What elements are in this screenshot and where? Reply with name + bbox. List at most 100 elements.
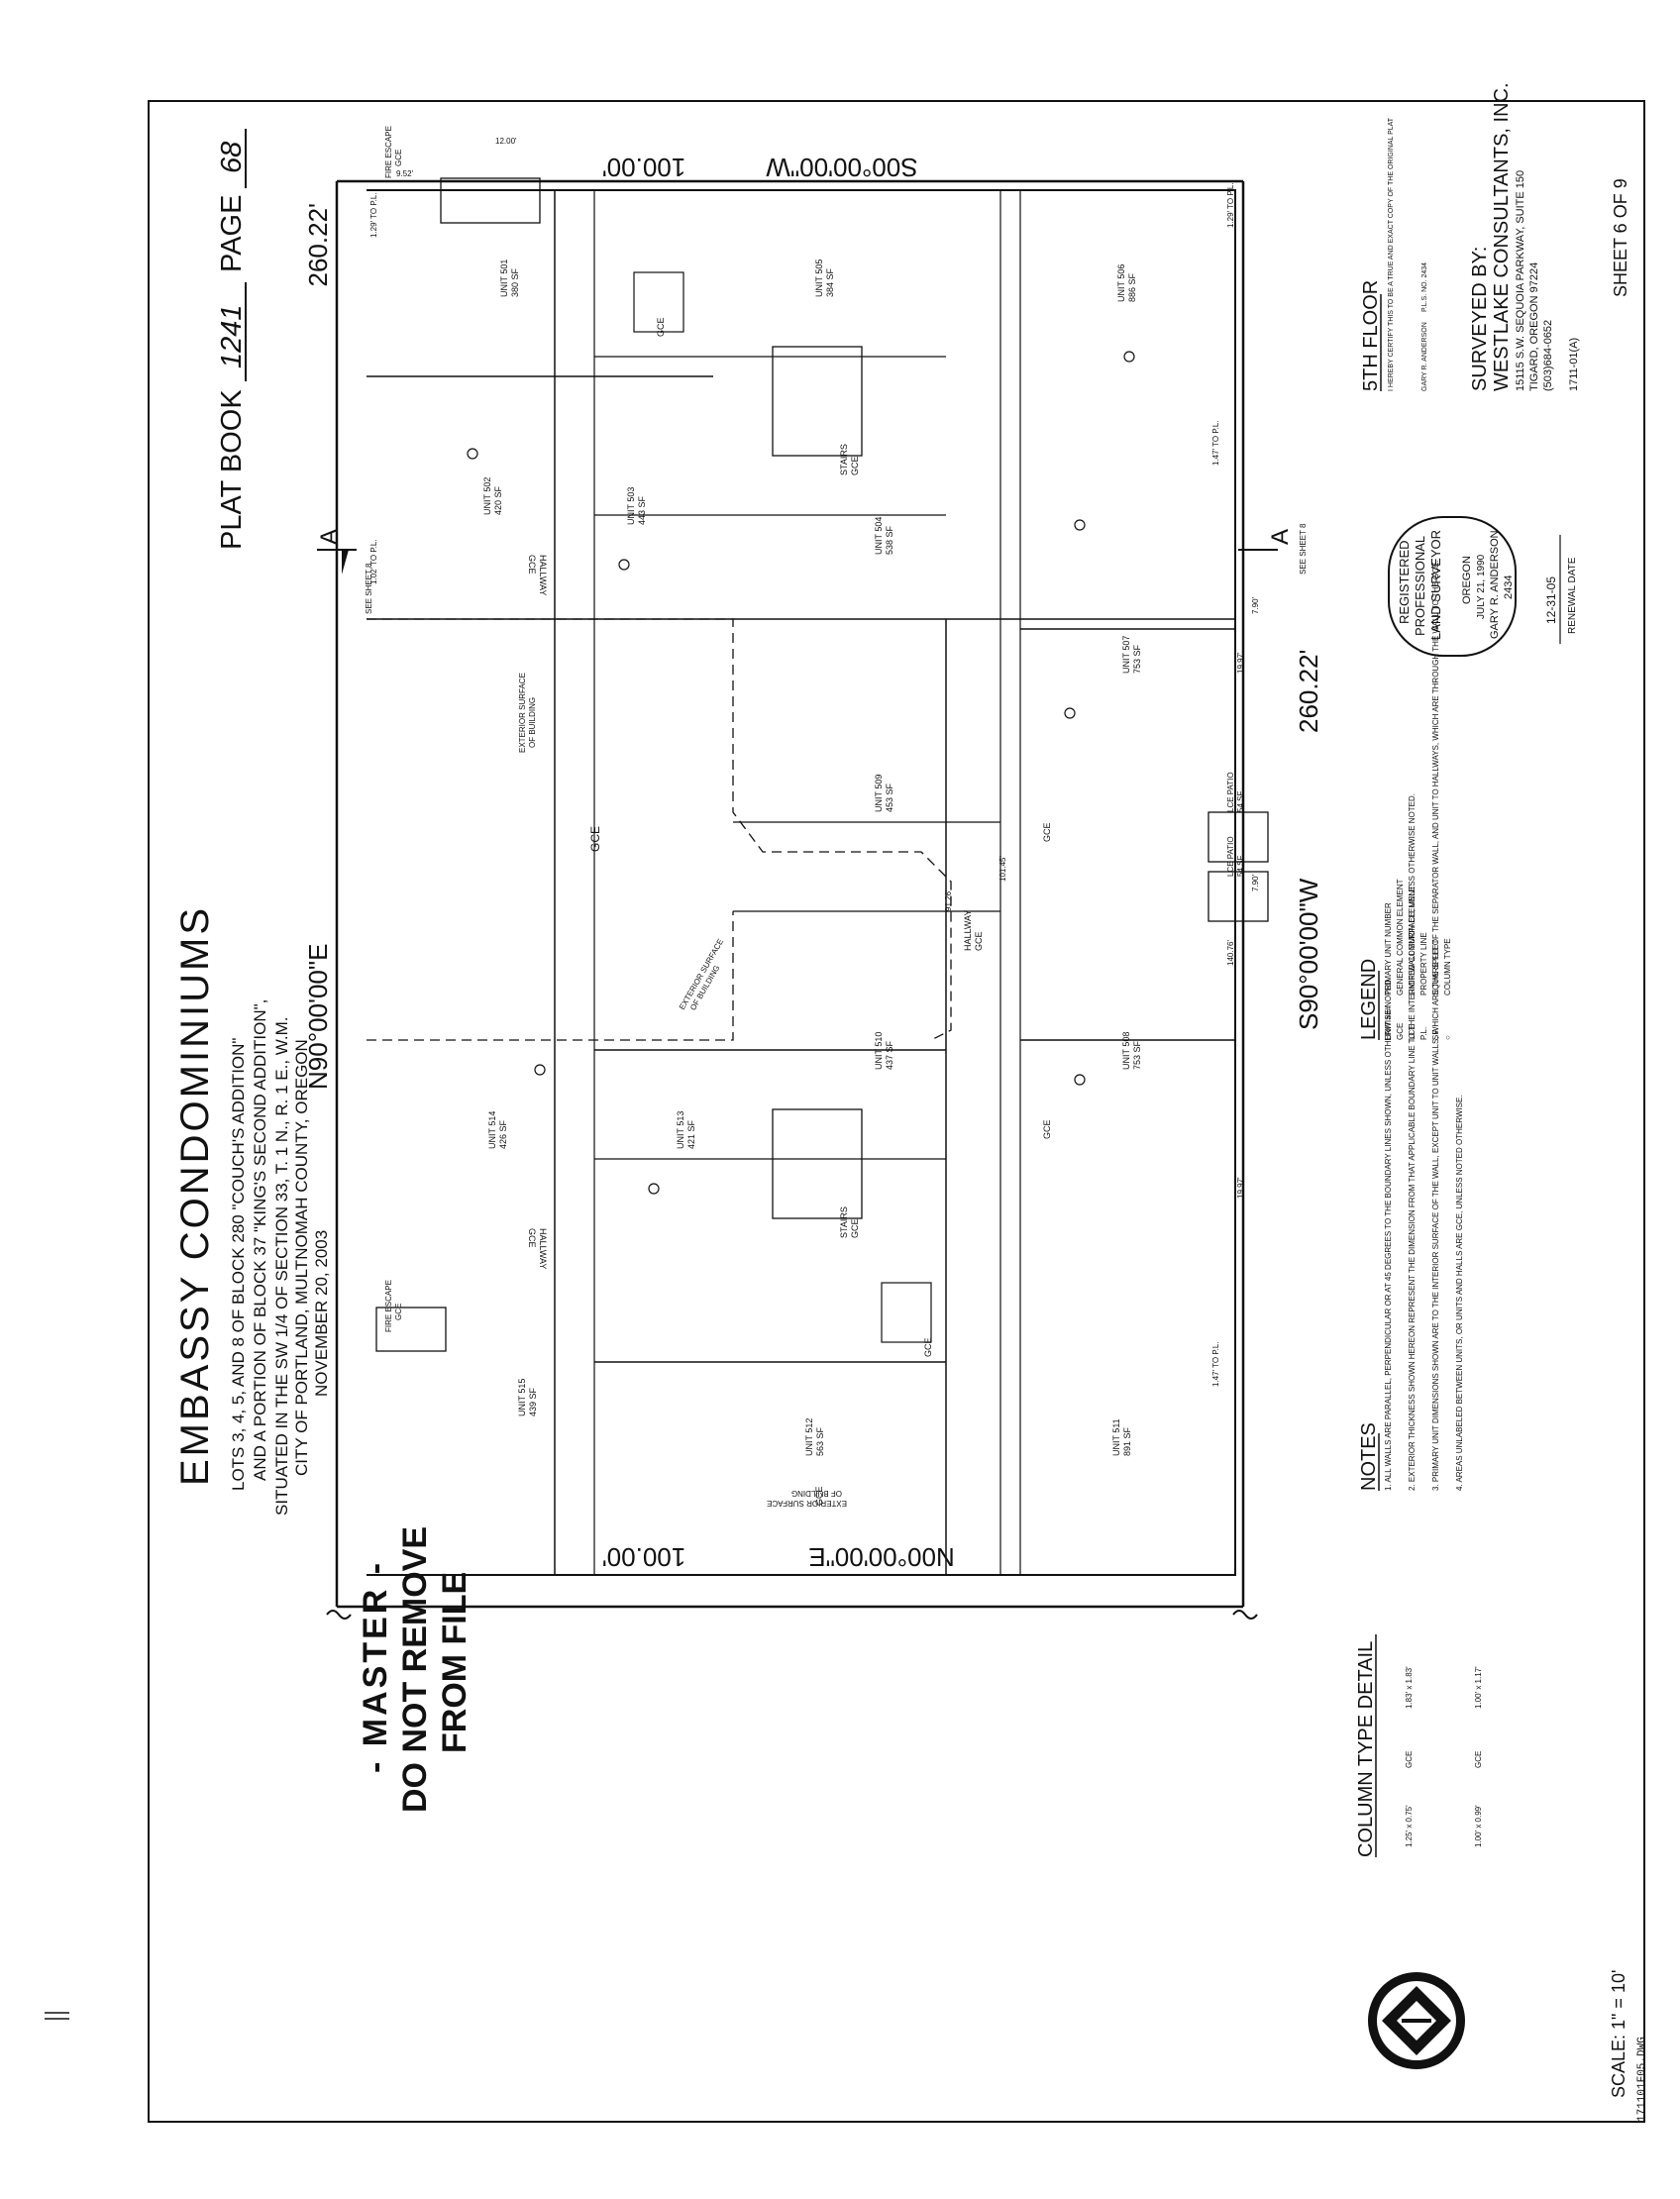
bearing-bottom-dist: 100.00' — [602, 1542, 686, 1572]
dim: 7.90' — [1251, 874, 1260, 891]
note-4: 4. AREAS UNLABELED BETWEEN UNITS, OR UNI… — [1455, 1096, 1464, 1492]
dim: 9.52' — [396, 169, 414, 178]
hallway-label: HALLWAY — [963, 910, 973, 951]
unit-label: UNIT 502 — [482, 477, 492, 515]
column-gce: GCE — [1405, 1751, 1414, 1768]
unit-label: UNIT 514 — [487, 1111, 497, 1149]
bearing-left: N90°00'00"E — [303, 944, 333, 1090]
section-arrow — [342, 550, 349, 575]
lce-patio-label: LCE PATIO — [1226, 772, 1235, 812]
section-a-top: A — [316, 529, 343, 545]
hallway-gce: GCE — [974, 931, 984, 951]
legend-desc: LIMITED COMMON ELEMENT — [1408, 886, 1417, 995]
legend-desc: GENERAL COMMON ELEMENT — [1396, 879, 1405, 995]
page-label: PAGE — [216, 195, 248, 272]
stamp-line3: LAND SURVEYOR — [1428, 530, 1443, 640]
dim: 19.97' — [1236, 1177, 1245, 1199]
fire-escape-box — [440, 177, 541, 224]
title-line5: NOVEMBER 20, 2003 — [312, 1230, 331, 1397]
unit-label: UNIT 515 — [517, 1379, 527, 1416]
master-line2: DO NOT REMOVE — [396, 1526, 434, 1813]
title-line2: AND A PORTION OF BLOCK 37 "KING'S SECOND… — [251, 999, 269, 1481]
unit-label: UNIT 513 — [676, 1111, 685, 1149]
stairs-box — [772, 1108, 863, 1219]
hallway-label: HALLWAY — [538, 555, 548, 595]
gce-box — [881, 1282, 932, 1343]
renewal-date: 12-31-05 — [1544, 576, 1558, 624]
bottom-bearing-group: N00°00'00"E 100.00' — [602, 1542, 955, 1572]
stairs-gce: GCE — [850, 1218, 860, 1238]
title-line3: SITUATED IN THE SW 1/4 OF SECTION 33, T.… — [272, 1017, 291, 1516]
exterior-surface-line — [367, 618, 952, 1041]
title-line1: LOTS 3, 4, 5, AND 8 OF BLOCK 280 "COUCH'… — [229, 1038, 248, 1491]
unit-label: UNIT 511 — [1111, 1418, 1121, 1456]
legend-title: LEGEND — [1358, 959, 1380, 1040]
dim: 101.45' — [998, 856, 1007, 882]
dim: 1.47' TO P.L. — [1211, 1341, 1220, 1387]
dim: 1.02' TO P.L. — [369, 539, 378, 584]
fire-escape-gce: GCE — [394, 1304, 403, 1320]
title-line4: CITY OF PORTLAND, MULTNOMAH COUNTY, OREG… — [292, 1039, 311, 1476]
plat-book-label: PLAT BOOK — [216, 389, 248, 550]
exterior-surface-label2: OF BUILDING — [791, 1489, 842, 1498]
top-bearing-group: S00°00'00"W 100.00' — [602, 153, 918, 182]
master-line3: FROM FILE — [436, 1572, 473, 1753]
title-name: EMBASSY CONDOMINIUMS — [173, 905, 217, 1486]
bearing-top: S00°00'00"W — [766, 153, 918, 182]
sheet-number: SHEET 6 OF 9 — [1611, 178, 1630, 297]
column-dims: 1.83' x 1.83' — [1405, 1666, 1414, 1709]
unit-label: UNIT 501 — [499, 260, 509, 297]
fire-escape-label: FIRE ESCAPE — [384, 126, 393, 178]
renewal-label: RENEWAL DATE — [1567, 557, 1578, 634]
bearing-top-dist: 100.00' — [602, 153, 686, 182]
unit-sf: 538 SF — [885, 525, 894, 555]
bearing-right-dist: 260.22' — [1294, 650, 1323, 734]
unit-label: UNIT 505 — [814, 260, 824, 297]
stamp-line5: JULY 21, 1990 — [1476, 554, 1487, 619]
fire-escape-label: FIRE ESCAPE — [384, 1280, 393, 1332]
sheet-label: SHEET 6 OF 9 — [1611, 178, 1630, 297]
see-sheet-top: SEE SHEET 8 — [365, 563, 373, 614]
legend-desc: SQUARE FEET — [1431, 939, 1440, 995]
stamp-line4: OREGON — [1461, 556, 1473, 604]
unit-sf: 563 SF — [815, 1426, 825, 1456]
column-dims: 1.00' x 1.17' — [1474, 1666, 1483, 1709]
north-arrow-icon — [1368, 1972, 1465, 2069]
bearing-bottom: N00°00'00"E — [808, 1542, 954, 1572]
unit-sf: 426 SF — [498, 1119, 508, 1149]
legend-sym: UNIT ### — [1384, 1005, 1393, 1040]
see-sheet-bottom: SEE SHEET 8 — [1299, 523, 1308, 575]
unit-sf: 421 SF — [686, 1119, 696, 1149]
master-line1: - MASTER - — [357, 1560, 394, 1773]
legend-sym: GCE — [1396, 1023, 1405, 1040]
unit-sf: 439 SF — [528, 1387, 538, 1416]
surveyor-addr2: TIGARD, OREGON 97224 — [1528, 262, 1540, 391]
stamp-line7: 2434 — [1503, 576, 1515, 599]
scale-label: SCALE: 1" = 10' — [1609, 1970, 1628, 2098]
dim: 19.97' — [1236, 652, 1245, 674]
unit-sf: 891 SF — [1122, 1426, 1132, 1456]
break-mark — [1232, 1610, 1258, 1620]
surveyor-addr1: 15115 S.W. SEQUOIA PARKWAY, SUITE 150 — [1515, 170, 1526, 391]
unit-sf: 753 SF — [1132, 1040, 1142, 1070]
gce-label: GCE — [814, 1486, 824, 1506]
floor-pls: P.L.S. NO. 2434 — [1421, 262, 1428, 312]
stamp-line2: PROFESSIONAL — [1413, 536, 1427, 636]
notes-block: NOTES 1. ALL WALLS ARE PARALLEL, PERPEND… — [1358, 560, 1464, 1491]
gce-label: GCE — [588, 826, 602, 852]
break-mark — [326, 1610, 352, 1620]
dim: 1.29' TO P.L. — [369, 192, 378, 238]
scale-block: SCALE: 1" = 10' — [1609, 1970, 1628, 2098]
floor-title: 5TH FLOOR — [1360, 280, 1382, 391]
note-2: 2. EXTERIOR THICKNESS SHOWN HEREON REPRE… — [1408, 793, 1417, 1491]
exterior-surface-line — [367, 911, 734, 1041]
gce-label: GCE — [1042, 822, 1052, 842]
surveyor-job: 1711-01(A) — [1568, 338, 1580, 391]
floor-certify: I HEREBY CERTIFY THIS TO BE A TRUE AND E… — [1388, 117, 1395, 391]
unit-sf: 453 SF — [885, 783, 894, 812]
building-outline — [367, 189, 1236, 1576]
rotated-plat: PLAT BOOK 1241 PAGE 68 EMBASSY CONDOMINI… — [173, 129, 1323, 1813]
fire-escape-box — [375, 1307, 447, 1352]
legend-sym: P.L. — [1419, 1027, 1428, 1040]
stamp-oval — [1388, 516, 1517, 657]
